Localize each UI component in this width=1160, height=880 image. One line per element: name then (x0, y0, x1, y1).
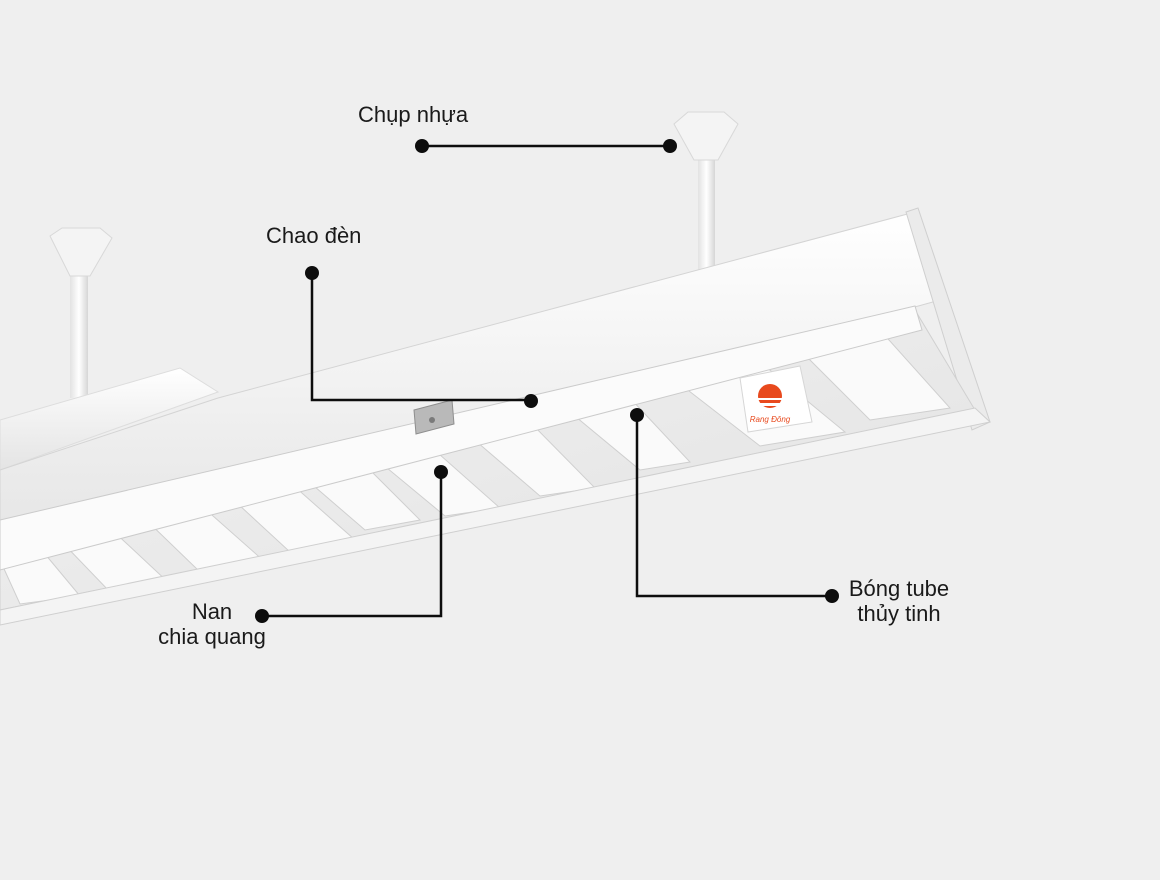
leader-lines (262, 144, 832, 618)
left-hanger (49, 227, 113, 398)
leader-line-nan (262, 472, 443, 618)
left-hanger-rod (70, 270, 88, 398)
dot (255, 609, 269, 623)
sun-logo-icon (756, 384, 784, 408)
housing-back-left (0, 367, 220, 471)
left-cap (49, 227, 113, 277)
right-hanger (673, 111, 739, 272)
label-line: thủy tinh (857, 601, 941, 626)
label-bong-tube: Bóng tube thủy tinh (840, 576, 958, 626)
front-rail (0, 305, 923, 571)
label-line: Nan (191, 599, 233, 624)
leader-line-chao-den (310, 273, 530, 402)
dot (630, 408, 644, 422)
label-nan-chia-quang: Nan chia quang (146, 599, 278, 649)
dot (434, 465, 448, 479)
label-chao-den: Chao đèn (266, 223, 361, 248)
dot (305, 266, 319, 280)
leader-line-bong (635, 415, 832, 598)
label-line: chia quang (158, 624, 266, 649)
label-line: Chao đèn (266, 223, 362, 248)
right-cap (673, 111, 739, 161)
label-chup-nhua: Chụp nhựa (358, 102, 468, 127)
right-hanger-rod (698, 150, 715, 272)
logo-wordmark: Rang Đông (750, 415, 791, 424)
dot (663, 139, 677, 153)
leader-dots (255, 139, 839, 623)
metal-clip (413, 399, 455, 435)
dot (415, 139, 429, 153)
label-line: Bóng tube (848, 576, 950, 601)
bottom-rail (0, 407, 992, 626)
dot (825, 589, 839, 603)
brand-logo: Rang Đông (739, 365, 813, 433)
label-line: Chụp nhựa (358, 102, 469, 127)
dot (524, 394, 538, 408)
